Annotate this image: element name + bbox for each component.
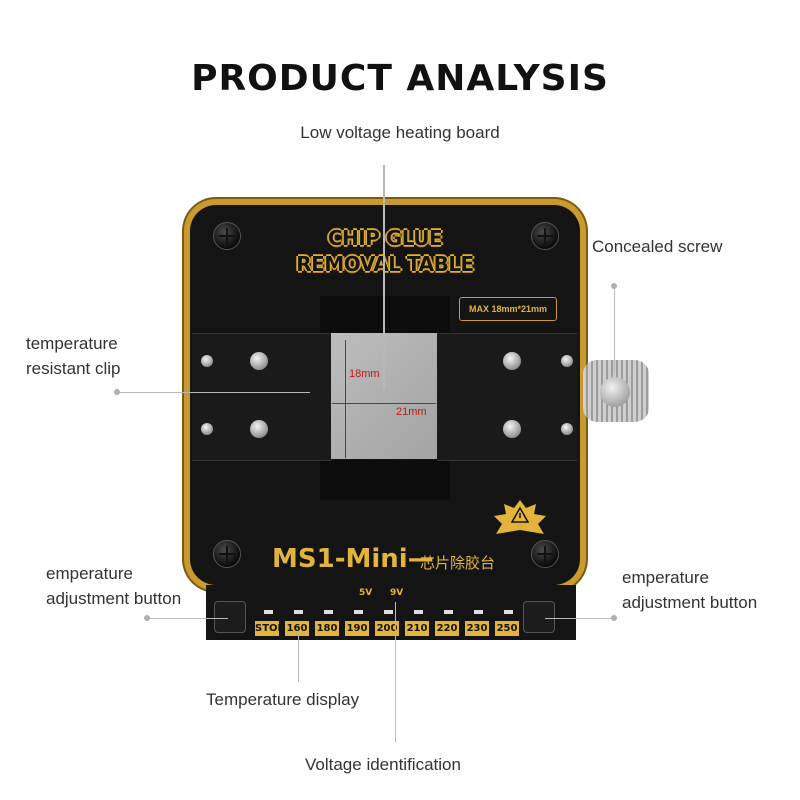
bolt-icon [201,355,213,367]
left-temperature-button[interactable] [214,601,246,633]
corner-screw-icon [213,222,241,250]
led-indicator [474,610,483,614]
model-name: MS1-Mini— [272,544,434,574]
callout-clip-line1: temperature [26,334,118,353]
dimension-line-vertical [345,340,346,458]
model-name-cn: 芯片除胶台 [420,554,496,572]
temp-label-230: 230 [465,621,489,636]
temp-label-200: 200 [375,621,399,636]
bolt-icon [503,352,521,370]
bottom-slot [320,460,450,500]
temp-label-250: 250 [495,621,519,636]
dimension-height-label: 18mm [349,368,380,380]
callout-heating-board: Low voltage heating board [300,123,500,142]
corner-screw-icon [213,540,241,568]
device-name-line2: REMOVAL TABLE [296,252,474,276]
bolt-icon [561,355,573,367]
callout-temperature-display: Temperature display [206,690,360,709]
led-indicator [384,610,393,614]
callout-line-concealed-screw [614,287,615,375]
dimension-line-horizontal [332,403,436,404]
callout-dot [611,283,617,289]
callout-left-button-line1: emperature [46,564,133,583]
callout-clip-line2: resistant clip [26,359,121,378]
temp-label-190: 190 [345,621,369,636]
led-indicator [504,610,513,614]
led-indicator [324,610,333,614]
max-size-badge: MAX 18mm*21mm [459,297,557,321]
led-indicator [294,610,303,614]
bolt-icon [503,420,521,438]
callout-line-heating-board [383,165,385,390]
callout-line-temperature-display [298,632,299,682]
right-temperature-button[interactable] [523,601,555,633]
voltage-label-5v: 5V [359,588,373,598]
knob-cap-icon [600,377,630,407]
dimension-width-label: 21mm [396,406,427,418]
bolt-icon [250,420,268,438]
bolt-icon [561,423,573,435]
led-indicator [444,610,453,614]
callout-line-voltage-identification [395,602,396,742]
page-title: PRODUCT ANALYSIS [191,58,609,99]
callout-dot [144,615,150,621]
high-temperature-warning-icon [494,500,546,534]
temp-label-stop: STOP [255,621,285,636]
voltage-label-9v: 9V [390,588,404,598]
temp-label-160: 160 [285,621,309,636]
callout-line-right-button [545,618,613,619]
bolt-icon [201,423,213,435]
temp-label-210: 210 [405,621,429,636]
callout-left-button-line2: adjustment button [46,589,182,608]
callout-line-clip [118,392,310,393]
led-indicator [414,610,423,614]
temp-label-180: 180 [315,621,339,636]
callout-right-button-line1: emperature [622,568,709,587]
callout-voltage-identification: Voltage identification [305,755,461,774]
callout-dot [114,389,120,395]
callout-dot [611,615,617,621]
corner-screw-icon [531,540,559,568]
led-indicator [354,610,363,614]
callout-right-button-line2: adjustment button [622,593,758,612]
top-slot [320,296,450,336]
callout-line-left-button [148,618,228,619]
led-indicator [264,610,273,614]
bolt-icon [250,352,268,370]
temp-label-220: 220 [435,621,459,636]
device-name-line1: CHIP GLUE [327,226,443,250]
callout-concealed-screw: Concealed screw [592,237,723,256]
corner-screw-icon [531,222,559,250]
